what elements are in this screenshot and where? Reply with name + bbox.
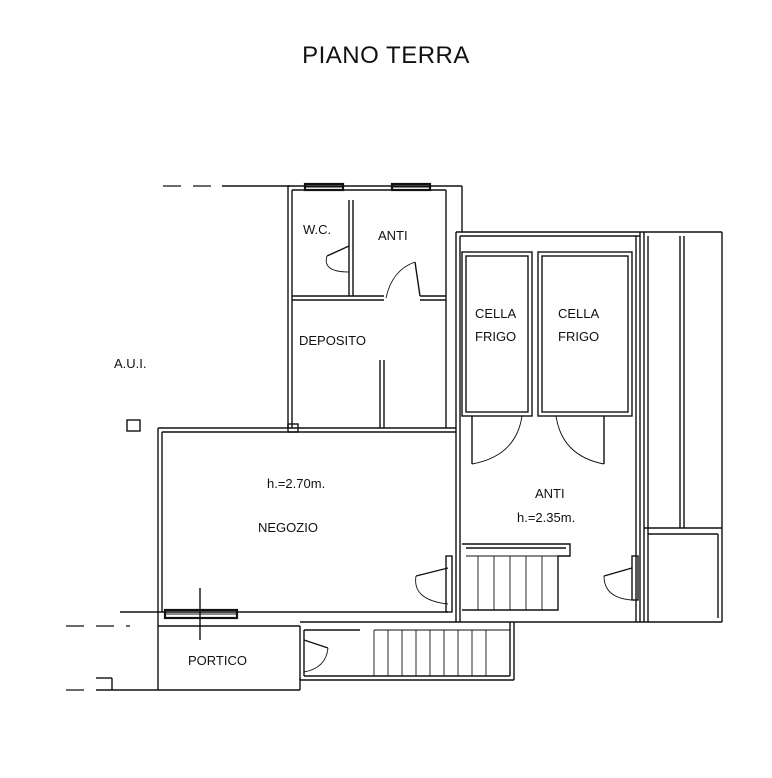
negozio-door (415, 555, 453, 613)
upper-block-walls (287, 185, 463, 428)
marker-square (126, 419, 141, 432)
top-windows (303, 182, 432, 192)
label-anti-top: ANTI (378, 228, 408, 243)
wc-door (325, 245, 350, 273)
negozio-window (163, 588, 239, 640)
cella-frigo-2 (537, 251, 633, 465)
far-right-strip (643, 231, 723, 623)
label-anti-right: ANTI (535, 486, 565, 501)
label-aui: A.U.I. (114, 356, 147, 371)
label-cella1-b: FRIGO (475, 329, 516, 344)
label-anti-right-height: h.=2.35m. (517, 510, 575, 525)
label-wc: W.C. (303, 222, 331, 237)
negozio-walls (120, 423, 456, 627)
label-deposito: DEPOSITO (299, 333, 366, 348)
anti-door (385, 261, 421, 299)
stairs-bottom (299, 622, 515, 681)
label-negozio-height: h.=2.70m. (267, 476, 325, 491)
label-cella2-b: FRIGO (558, 329, 599, 344)
plan-title: PIANO TERRA (302, 42, 470, 69)
portico (96, 626, 301, 691)
anti-right-door (603, 555, 639, 601)
cella-frigo-1 (461, 251, 533, 465)
label-cella2-a: CELLA (558, 306, 600, 321)
label-portico: PORTICO (188, 653, 247, 668)
label-cella1-a: CELLA (475, 306, 517, 321)
right-block-walls (455, 231, 644, 623)
stairs-right (462, 543, 571, 611)
label-negozio: NEGOZIO (258, 520, 318, 535)
